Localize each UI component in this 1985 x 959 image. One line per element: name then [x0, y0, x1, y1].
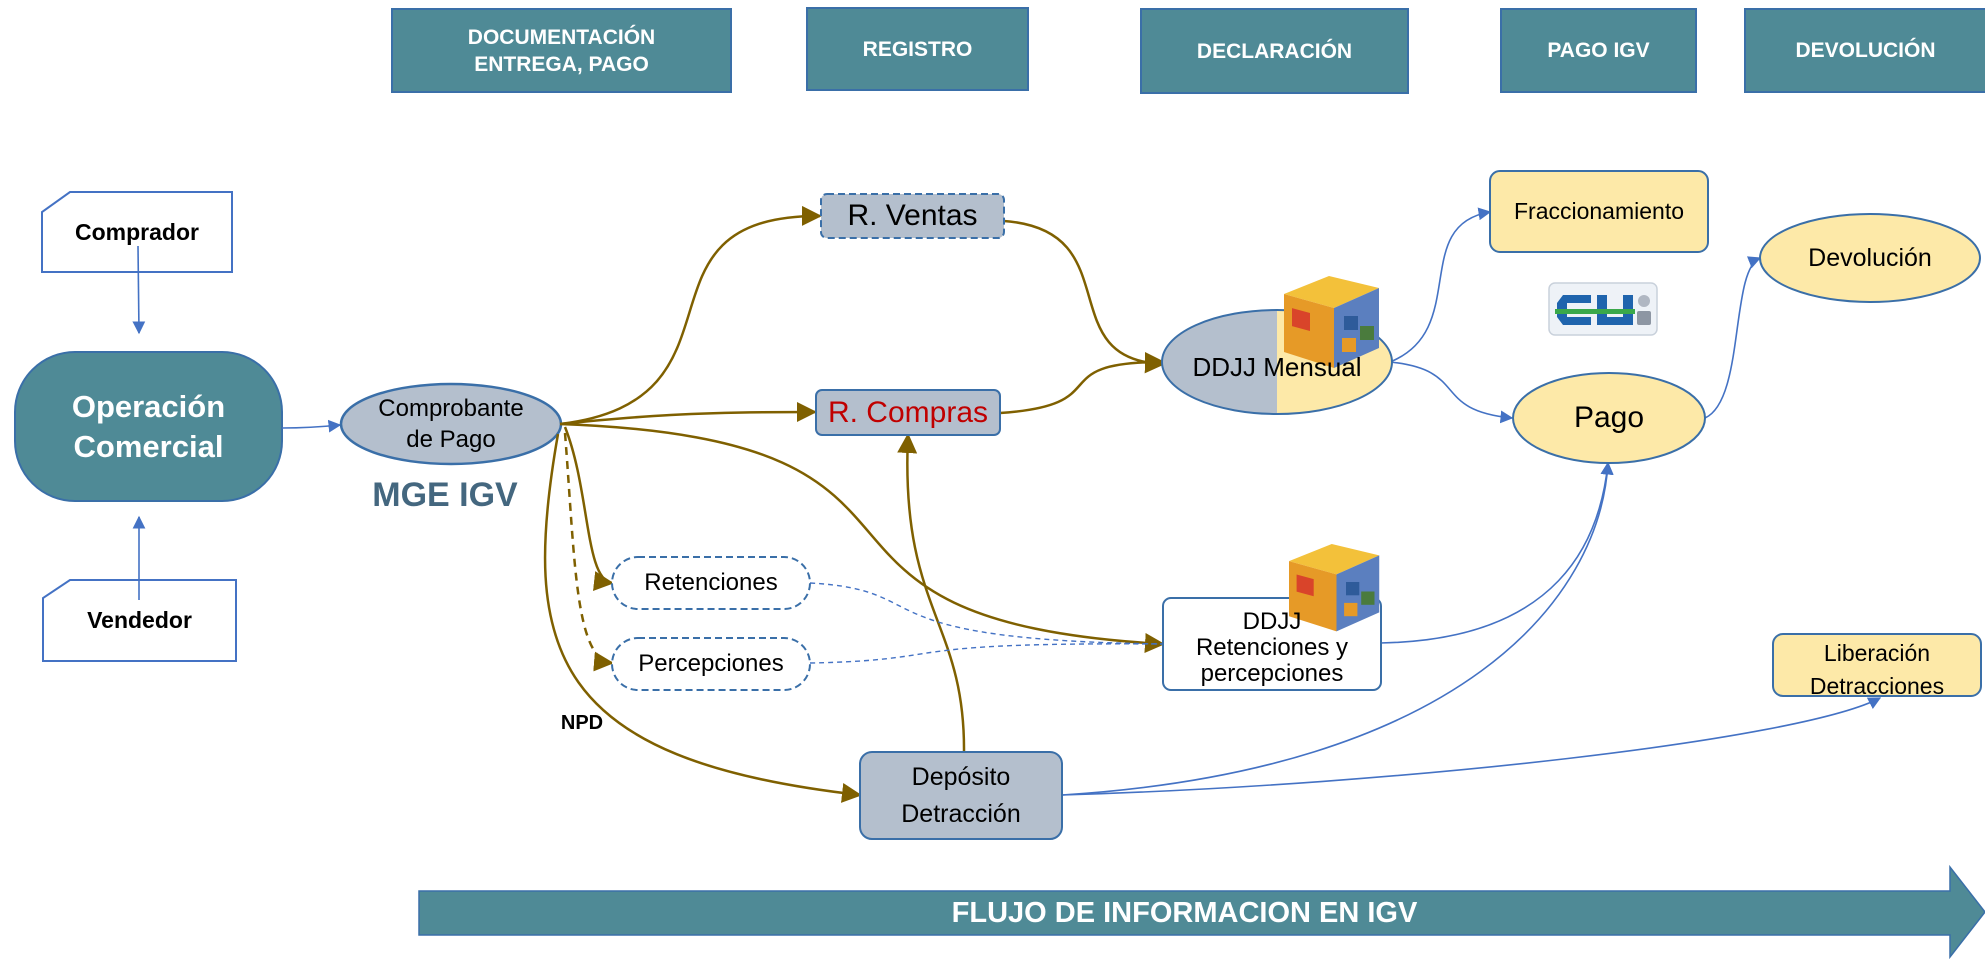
- arrow-operacion-comprobante: [281, 419, 342, 433]
- liberacion-shape: [1772, 633, 1982, 697]
- mge-igv-label: MGE IGV: [372, 475, 518, 514]
- retenciones-shape: [611, 556, 811, 610]
- liberacion-label: Liberación Detracciones: [1809, 640, 1945, 699]
- header-pago-igv: PAGO IGV: [1500, 8, 1697, 93]
- header-documentacion: DOCUMENTACIÓN ENTREGA, PAGO: [391, 8, 732, 93]
- comprador-shape: [41, 191, 233, 273]
- devolucion-shape: [1759, 213, 1981, 303]
- footer-arrow-shape: [418, 864, 1985, 959]
- link-retenciones-ddjjret: [809, 582, 1164, 645]
- deposito-label: Depósito Detracción: [901, 762, 1021, 828]
- retenciones-label: Retenciones: [644, 569, 778, 596]
- pago-label: Pago: [1573, 401, 1645, 434]
- operacion-shape: [14, 351, 283, 502]
- arrow-comprobante-deposito: [543, 433, 862, 803]
- arrow-ddjjret-pago: [1379, 461, 1614, 644]
- ddjj-ret-label: DDJJ Retenciones y percepciones: [1195, 608, 1349, 687]
- vendedor-shape: [42, 579, 237, 662]
- npd-label: NPD: [560, 711, 604, 734]
- fraccionamiento-shape: [1489, 170, 1709, 253]
- link-percepciones-ddjjret: [809, 643, 1164, 664]
- comprobante-label: Comprobante de Pago: [378, 395, 524, 453]
- devolucion-label: Devolución: [1808, 243, 1932, 272]
- arrow-deposito-rcompras: [897, 433, 966, 753]
- arrow-rventas-ddjj: [1003, 219, 1165, 374]
- footer-arrow-label: FLUJO DE INFORMACION EN IGV: [951, 896, 1418, 929]
- arrow-comprador-operacion: [132, 245, 146, 335]
- cu-logo-icon: [1548, 282, 1658, 336]
- percepciones-label: Percepciones: [638, 650, 784, 677]
- header-declaracion: DECLARACIÓN: [1140, 8, 1409, 94]
- arrow-comprobante-ddjjret: [559, 422, 1165, 653]
- arrow-comprobante-rcompras: [559, 402, 817, 426]
- ddjj-mensual-label: DDJJ Mensual: [1192, 351, 1362, 382]
- arrow-rcompras-ddjj: [999, 352, 1165, 415]
- rventas-shape: [820, 193, 1005, 239]
- arrow-comprobante-retenciones: [563, 426, 614, 591]
- pago-shape: [1512, 372, 1706, 464]
- arrow-comprobante-rventas: [559, 205, 822, 426]
- deposito-shape: [859, 751, 1063, 840]
- fraccionamiento-label: Fraccionamiento: [1513, 198, 1685, 224]
- header-devolucion: DEVOLUCIÓN: [1744, 8, 1985, 93]
- rcompras-shape: [815, 389, 1001, 436]
- arrow-comprobante-percepciones: [563, 432, 614, 672]
- percepciones-shape: [611, 637, 811, 691]
- arrow-deposito-pago: [1061, 461, 1614, 796]
- comprador-label: Comprador: [75, 218, 199, 245]
- operacion-label: Operación Comercial: [71, 388, 226, 464]
- arrow-deposito-liberacion: [1061, 697, 1882, 796]
- rventas-label: R. Ventas: [847, 199, 978, 232]
- arrow-ddjj-pago: [1389, 361, 1514, 424]
- header-registro: REGISTRO: [806, 7, 1029, 91]
- vendedor-label: Vendedor: [87, 607, 192, 633]
- rcompras-label: R. Compras: [827, 395, 989, 429]
- arrow-pago-devolucion: [1704, 256, 1762, 419]
- cube-icon: [1289, 544, 1380, 632]
- cube-icon: [1284, 276, 1379, 368]
- arrow-ddjj-fraccionamiento: [1389, 207, 1492, 363]
